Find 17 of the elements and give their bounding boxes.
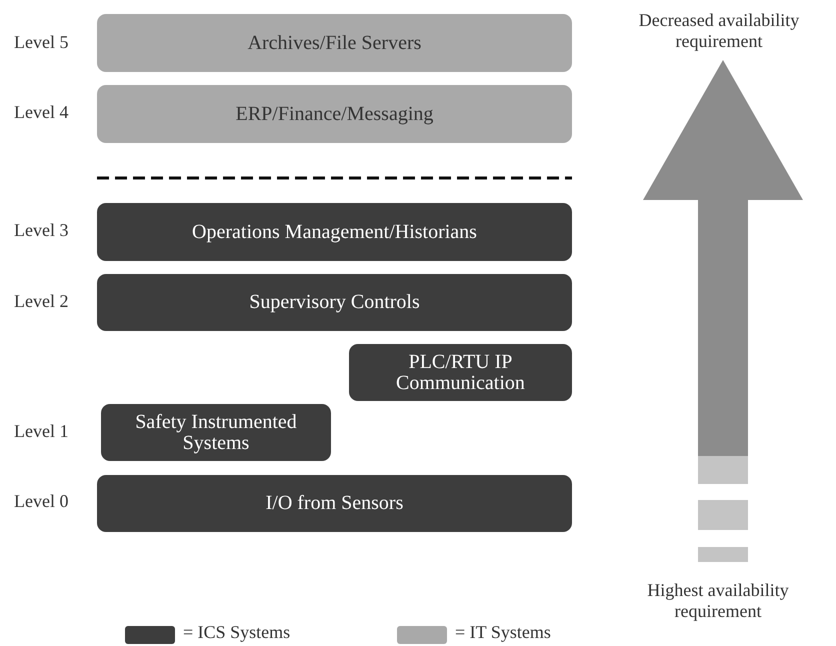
level-label: Level 5	[14, 32, 70, 53]
layer-box: Archives/File Servers	[97, 14, 572, 72]
layer-box: Safety Instrumented Systems	[101, 404, 331, 461]
layer-box: PLC/RTU IP Communication	[349, 344, 572, 401]
layer-box: Operations Management/Historians	[97, 203, 572, 261]
level-label: Level 4	[14, 102, 70, 123]
axis-note: Decreased availability requirement	[638, 10, 800, 52]
legend-label: = IT Systems	[455, 622, 551, 643]
legend-label: = ICS Systems	[183, 622, 290, 643]
axis-note: Highest availability requirement	[646, 580, 790, 622]
layer-box: I/O from Sensors	[97, 475, 572, 532]
level-label: Level 1	[14, 421, 70, 442]
level-label: Level 2	[14, 291, 70, 312]
level-label: Level 0	[14, 491, 70, 512]
level-label: Level 3	[14, 220, 70, 241]
layer-box: Supervisory Controls	[97, 274, 572, 331]
layer-box: ERP/Finance/Messaging	[97, 85, 572, 143]
